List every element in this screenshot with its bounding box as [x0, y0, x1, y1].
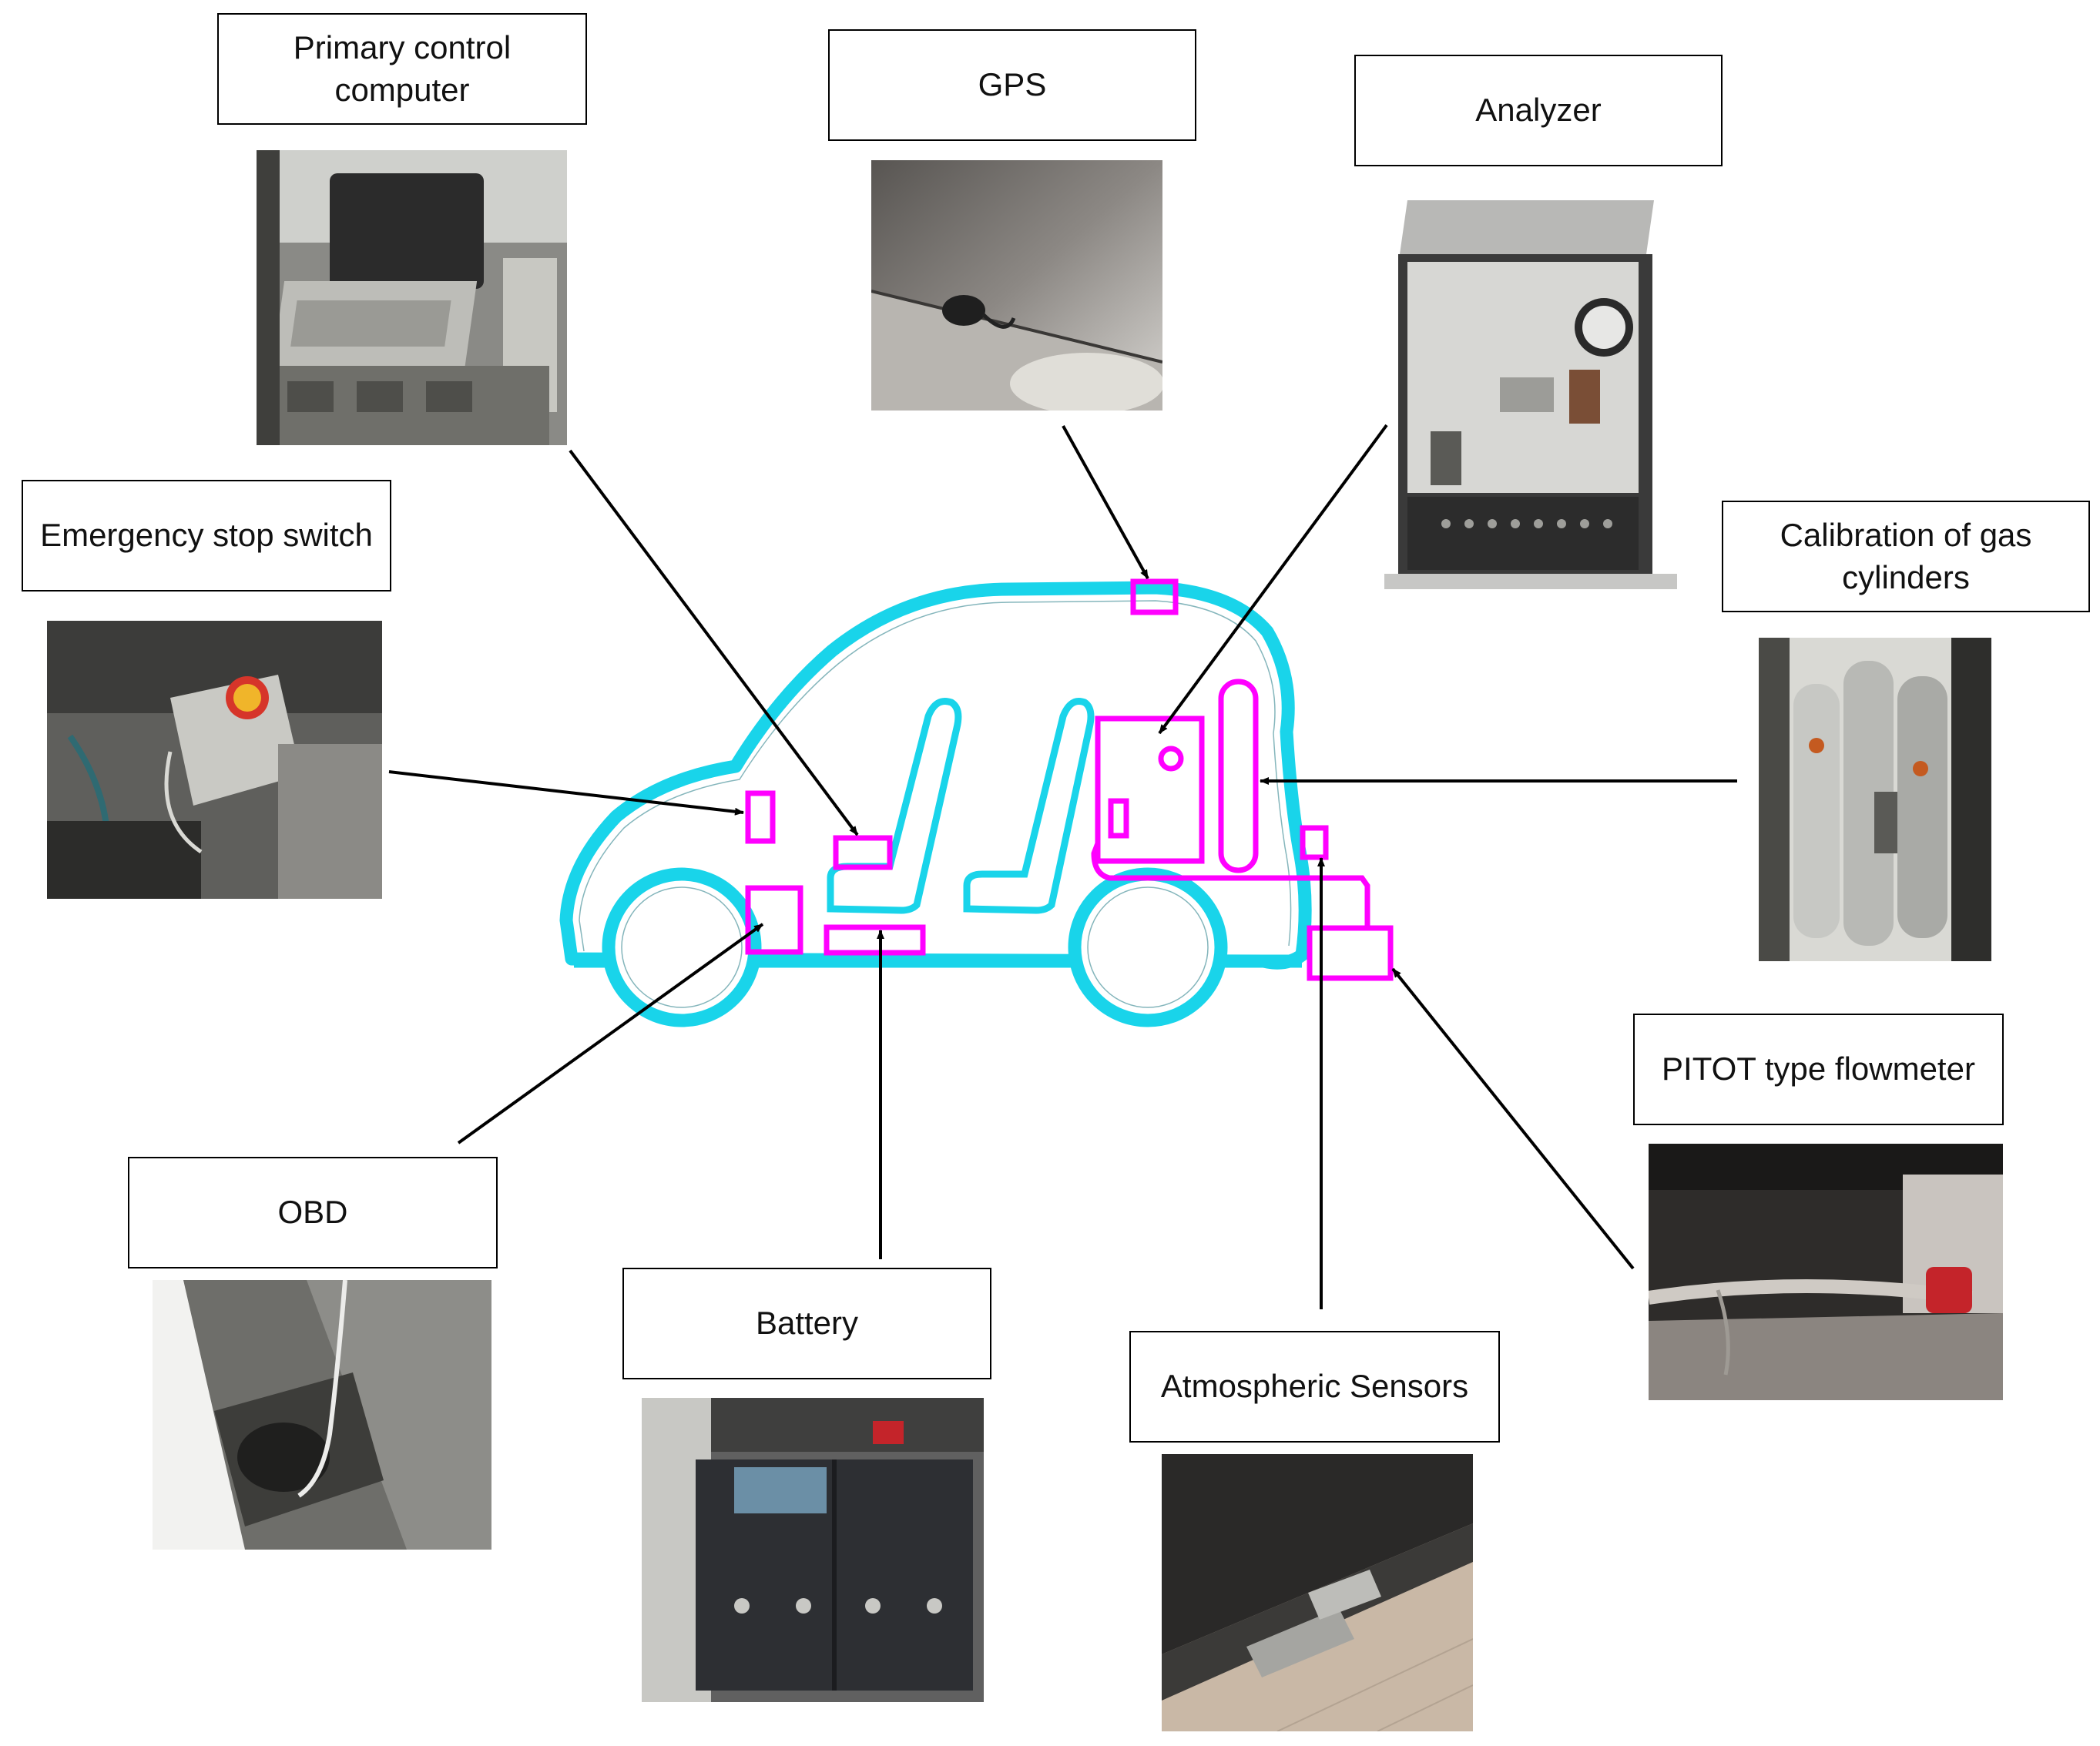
primary-control-computer-label: Primary control computer	[217, 13, 587, 125]
analyzer-label: Analyzer	[1354, 55, 1723, 166]
exhaust-pipe	[1294, 875, 1370, 928]
front-seat	[827, 698, 962, 914]
gps-label: GPS	[828, 29, 1196, 141]
gps-unit	[1130, 578, 1179, 615]
pitot-flowmeter-unit	[1307, 925, 1394, 981]
battery-label: Battery	[622, 1268, 991, 1379]
rear-seat	[963, 698, 1095, 914]
gas-cylinder-unit	[1218, 679, 1259, 873]
front-wheel	[602, 867, 762, 1027]
arrow-analyzer	[1158, 424, 1388, 735]
analyzer-unit	[1091, 715, 1294, 881]
arrow-pitot-flowmeter	[1391, 967, 1635, 1270]
rear-wheel	[1068, 867, 1228, 1027]
analyzer-photo	[1384, 185, 1677, 589]
emergency-stop-unit	[745, 790, 776, 844]
atmospheric-sensors-label: Atmospheric Sensors	[1129, 1331, 1500, 1443]
pitot-flowmeter-photo	[1649, 1144, 2003, 1400]
gps-photo	[871, 160, 1162, 411]
arrow-gps	[1062, 425, 1149, 579]
emergency-stop-switch-label: Emergency stop switch	[22, 480, 391, 591]
battery-photo	[642, 1398, 984, 1702]
primary-control-computer-photo	[257, 150, 567, 445]
obd-label: OBD	[128, 1157, 498, 1268]
calibration-gas-cylinders-label: Calibration of gas cylinders	[1722, 501, 2090, 612]
arrow-emergency-stop	[388, 770, 744, 816]
atmospheric-sensor-unit	[1300, 825, 1329, 860]
battery-unit	[824, 924, 926, 956]
obd-photo	[153, 1280, 491, 1550]
emergency-stop-switch-photo	[47, 621, 382, 899]
atmospheric-sensors-photo	[1162, 1454, 1473, 1731]
arrow-obd	[457, 923, 764, 1144]
control-computer-unit	[833, 835, 893, 870]
calibration-gas-cylinders-photo	[1759, 638, 1991, 961]
pitot-flowmeter-label: PITOT type flowmeter	[1633, 1014, 2004, 1125]
obd-unit	[745, 885, 803, 955]
arrow-primary-control-computer	[569, 449, 859, 836]
